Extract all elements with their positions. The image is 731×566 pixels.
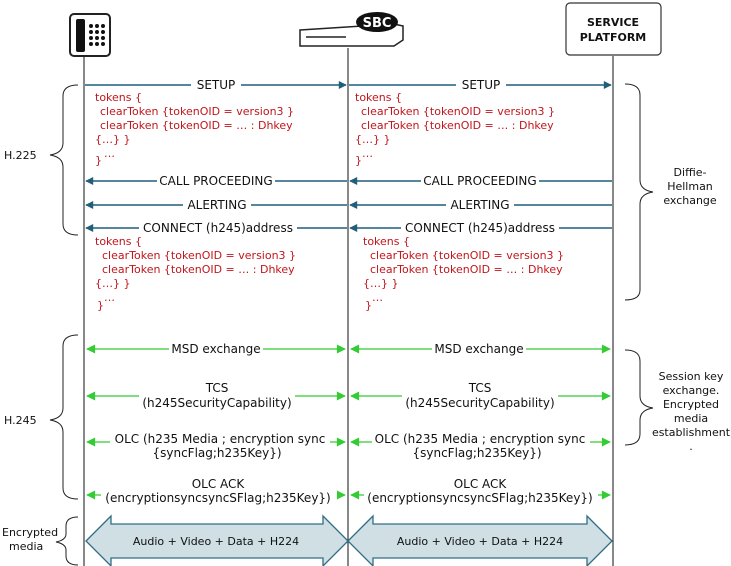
msd-label-1: MSD exchange	[171, 342, 260, 356]
token-line: clearToken {tokenOID = version3 }	[100, 105, 294, 118]
alerting-arrow-2: ALERTING	[349, 197, 612, 212]
token-block-2: tokens { clearToken {tokenOID = version3…	[355, 91, 555, 167]
session-key-brace	[624, 349, 654, 446]
connect-arrow-1: CONNECT (h245)address	[85, 220, 347, 235]
dh-note: Diffie-	[674, 166, 707, 179]
token-line: clearToken {tokenOID = … : Dhkey	[100, 119, 293, 132]
olc-ack-arrow-1: OLC ACK (encryptionsyncsyncSFlag;h235Key…	[86, 477, 346, 505]
olc-label-2: OLC (h235 Media ; encryption sync	[375, 432, 586, 446]
msd-arrow-2: MSD exchange	[350, 341, 611, 356]
media-band-1: Audio + Video + Data + H224	[85, 514, 349, 566]
token-line: }	[355, 154, 362, 167]
sbc-device-icon: SBC	[299, 12, 404, 47]
token-line: clearToken {tokenOID = version3 }	[361, 105, 555, 118]
dh-note-2: Hellman	[667, 180, 713, 193]
olc-label-1b: {syncFlag;h235Key})	[152, 446, 281, 460]
call-proceeding-arrow-2: CALL PROCEEDING	[349, 173, 612, 188]
olc-ack-label-1: OLC ACK	[192, 477, 246, 491]
tcs-label-1: TCS	[205, 381, 229, 395]
setup-label-2: SETUP	[462, 78, 501, 92]
alerting-arrow-1: ALERTING	[85, 197, 347, 212]
olc-label-2b: {syncFlag;h235Key})	[412, 446, 541, 460]
sk-note-2: exchange.	[663, 384, 720, 397]
tcs-label-1b: (h245SecurityCapability)	[142, 396, 291, 410]
call-proceeding-label-2: CALL PROCEEDING	[423, 174, 536, 188]
dh-note-3: exchange	[663, 194, 717, 207]
tcs-label-2: TCS	[468, 381, 492, 395]
connect-label-1: CONNECT (h245)address	[143, 221, 293, 235]
token-line: …	[372, 291, 383, 304]
token-line: tokens {	[95, 91, 142, 104]
sk-note-3: Encrypted	[663, 398, 719, 411]
token-line: tokens {	[363, 235, 410, 248]
token-line: tokens {	[95, 235, 142, 248]
token-line: clearToken {tokenOID = … : Dhkey	[361, 119, 554, 132]
token-line: …	[104, 291, 115, 304]
service-platform-box: SERVICE PLATFORM	[565, 2, 662, 56]
h225-label: H.225	[4, 149, 37, 162]
h245-brace	[49, 334, 79, 500]
token-line: }	[95, 154, 102, 167]
token-line: …	[104, 147, 115, 160]
sk-note-4: media	[674, 412, 708, 425]
sk-note: Session key	[659, 370, 724, 383]
media-label-1: Audio + Video + Data + H224	[133, 535, 299, 548]
token-line: clearToken {tokenOID = version3 }	[102, 249, 296, 262]
token-line: clearToken {tokenOID = … : Dhkey	[102, 263, 295, 276]
tcs-arrow-2: TCS (h245SecurityCapability)	[350, 381, 611, 410]
call-proceeding-arrow-1: CALL PROCEEDING	[85, 173, 347, 188]
media-label-2: Audio + Video + Data + H224	[397, 535, 563, 548]
phone-icon	[69, 13, 111, 57]
token-line: clearToken {tokenOID = … : Dhkey	[370, 263, 563, 276]
token-line: tokens {	[355, 91, 402, 104]
connect-label-2: CONNECT (h245)address	[405, 221, 555, 235]
alerting-label-1: ALERTING	[187, 198, 246, 212]
olc-ack-label-2b: (encryptionsyncsyncSFlag;h235Key})	[367, 491, 592, 505]
msd-label-2: MSD exchange	[434, 342, 523, 356]
dh-brace	[624, 83, 654, 301]
olc-ack-arrow-2: OLC ACK (encryptionsyncsyncSFlag;h235Key…	[350, 477, 611, 505]
setup-label-1: SETUP	[197, 78, 236, 92]
olc-arrow-2: OLC (h235 Media ; encryption sync {syncF…	[350, 432, 611, 460]
alerting-label-2: ALERTING	[450, 198, 509, 212]
tcs-arrow-1: TCS (h245SecurityCapability)	[86, 381, 346, 410]
token-line: clearToken {tokenOID = version3 }	[370, 249, 564, 262]
token-line: …	[362, 147, 373, 160]
service-platform-label-2: PLATFORM	[580, 31, 647, 44]
service-platform-label: SERVICE	[587, 16, 639, 29]
sk-note-6: .	[689, 440, 693, 453]
encrypted-brace	[55, 516, 79, 566]
token-block-4: tokens { clearToken {tokenOID = version3…	[363, 235, 564, 312]
sk-note-5: establishment	[652, 426, 731, 439]
token-line: {…} }	[363, 277, 399, 290]
h225-brace	[49, 84, 79, 236]
media-band-2: Audio + Video + Data + H224	[347, 514, 613, 566]
olc-label-1: OLC (h235 Media ; encryption sync	[115, 432, 326, 446]
sbc-label: SBC	[363, 16, 392, 31]
token-line: }	[365, 299, 372, 312]
setup-arrow-2: SETUP	[349, 77, 612, 92]
token-line: }	[97, 299, 104, 312]
encrypted-label: Encrypted	[2, 526, 58, 539]
tcs-label-2b: (h245SecurityCapability)	[405, 396, 554, 410]
msd-arrow-1: MSD exchange	[86, 341, 346, 356]
token-block-1: tokens { clearToken {tokenOID = version3…	[95, 91, 294, 167]
olc-ack-label-2: OLC ACK	[454, 477, 508, 491]
setup-arrow-1: SETUP	[85, 77, 347, 92]
encrypted-label-2: media	[9, 540, 43, 553]
token-line: {…} }	[95, 277, 131, 290]
call-proceeding-label-1: CALL PROCEEDING	[159, 174, 272, 188]
olc-arrow-1: OLC (h235 Media ; encryption sync {syncF…	[86, 432, 346, 460]
olc-ack-label-1b: (encryptionsyncsyncSFlag;h235Key})	[105, 491, 330, 505]
token-block-3: tokens { clearToken {tokenOID = version3…	[95, 235, 296, 312]
h245-label: H.245	[4, 414, 37, 427]
token-line: {…} }	[355, 133, 391, 146]
token-line: {…} }	[95, 133, 131, 146]
connect-arrow-2: CONNECT (h245)address	[349, 220, 612, 235]
